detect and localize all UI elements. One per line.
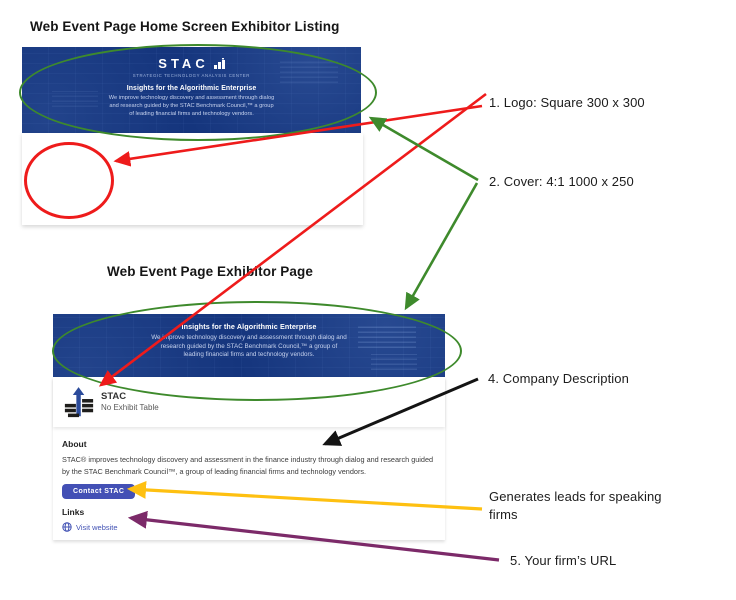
section-title-exhibitor: Web Event Page Exhibitor Page — [107, 264, 313, 279]
exhibitor-header: STAC No Exhibit Table — [53, 377, 445, 427]
exhibitor-page-card: STAC No Exhibit Table About STAC® improv… — [53, 377, 445, 540]
exhibitor-name: STAC — [101, 391, 127, 402]
about-heading: About — [62, 439, 87, 449]
annotation-url: 5. Your firm’s URL — [510, 553, 617, 568]
annotation-cover: 2. Cover: 4:1 1000 x 250 — [489, 174, 634, 189]
visit-website-link[interactable]: Visit website — [62, 522, 435, 533]
section-title-listing: Web Event Page Home Screen Exhibitor Lis… — [30, 19, 340, 34]
cover-highlight-ellipse — [52, 301, 462, 401]
logo-highlight-circle — [24, 142, 114, 219]
exhibit-table-status: No Exhibit Table — [101, 403, 159, 412]
contact-button[interactable]: Contact STAC — [62, 484, 136, 500]
stac-logo-icon — [64, 387, 94, 418]
globe-icon — [62, 522, 72, 533]
cover-highlight-ellipse — [19, 44, 377, 141]
annotation-leads-note: Generates leads for speaking firms — [489, 489, 662, 522]
arrow-cover-to-banner2 — [404, 182, 479, 311]
annotation-logo: 1. Logo: Square 300 x 300 — [489, 95, 645, 110]
arrow-cover-to-banner1 — [368, 116, 479, 182]
visit-website-label: Visit website — [76, 522, 118, 532]
exhibitor-body: About STAC® improves technology discover… — [53, 427, 445, 533]
annotation-company-description: 4. Company Description — [488, 371, 629, 386]
company-description: STAC® improves technology discovery and … — [62, 455, 434, 476]
links-heading: Links — [62, 507, 85, 518]
